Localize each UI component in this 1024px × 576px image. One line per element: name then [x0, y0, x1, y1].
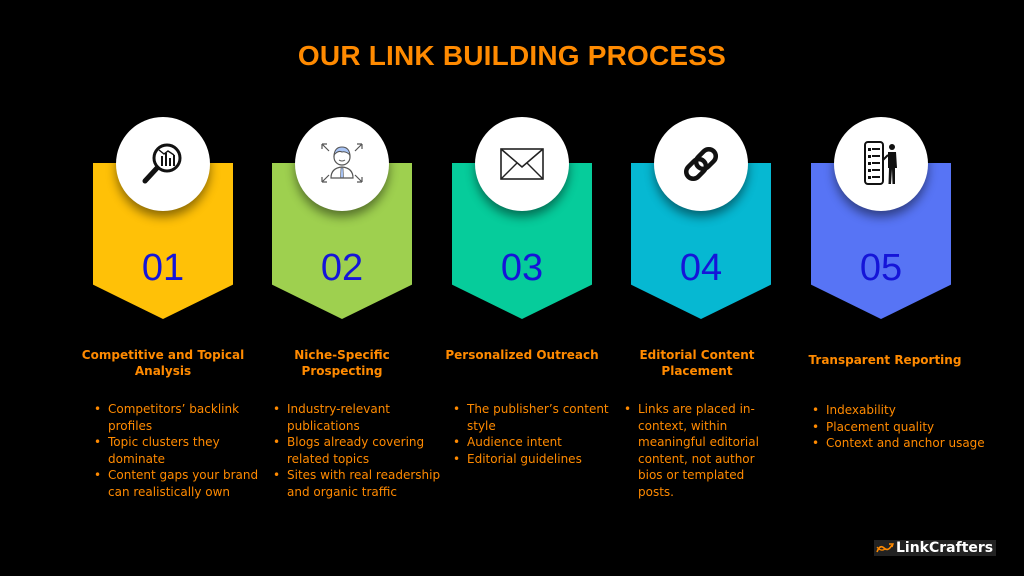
list-item: Editorial guidelines: [453, 451, 637, 468]
person-arrows-icon: [321, 143, 363, 183]
process-step-5: 05 Transparent Reporting Indexability Pl…: [804, 0, 985, 576]
list-item: Topic clusters they dominate: [94, 434, 278, 467]
list-item: Content gaps your brand can realisticall…: [94, 467, 278, 500]
step-icon-circle: [834, 117, 928, 211]
step-icon-circle: [654, 117, 748, 211]
step-bullet-list: The publisher’s content style Audience i…: [445, 401, 637, 467]
step-icon-circle: [475, 117, 569, 211]
step-number: 05: [859, 247, 903, 289]
list-item: Indexability: [812, 402, 996, 419]
brand-name: LinkCrafters: [896, 540, 994, 556]
list-item: Sites with real readership and organic t…: [273, 467, 457, 500]
list-item: The publisher’s content style: [453, 401, 637, 434]
chain-link-icon: [683, 146, 719, 182]
step-number: 02: [320, 247, 364, 289]
step-heading: Editorial Content Placement: [639, 348, 755, 378]
report-phone-person-icon: [864, 141, 897, 185]
step-number: 04: [679, 247, 723, 289]
list-item: Industry-relevant publications: [273, 401, 457, 434]
step-number: 03: [500, 247, 544, 289]
step-heading: Niche-Specific Prospecting: [294, 348, 390, 378]
step-bullet-list: Links are placed in-context, within mean…: [616, 401, 778, 501]
list-item: Placement quality: [812, 419, 996, 436]
process-step-4: 04 Editorial Content Placement Links are…: [624, 0, 804, 576]
step-heading: Competitive and Topical Analysis: [81, 348, 245, 378]
step-bullet-list: Competitors’ backlink profiles Topic clu…: [86, 401, 278, 501]
list-item: Context and anchor usage: [812, 435, 996, 452]
step-heading: Transparent Reporting: [808, 353, 962, 367]
process-step-2: 02 Niche-Specific Prospecting Industry-r…: [265, 0, 445, 576]
step-heading: Personalized Outreach: [445, 348, 599, 362]
envelope-icon: [500, 148, 544, 180]
step-icon-circle: [295, 117, 389, 211]
page-title: OUR LINK BUILDING PROCESS: [297, 40, 727, 71]
process-step-3: 03 Personalized Outreach The publisher’s…: [445, 0, 625, 576]
magnifier-chart-icon: [142, 143, 182, 184]
list-item: Links are placed in-context, within mean…: [624, 401, 778, 501]
list-item: Blogs already covering related topics: [273, 434, 457, 467]
step-number: 01: [141, 247, 185, 289]
brand-logo: LinkCrafters: [874, 540, 997, 556]
step-icon-circle: [116, 117, 210, 211]
step-bullet-list: Indexability Placement quality Context a…: [804, 402, 996, 452]
list-item: Audience intent: [453, 434, 637, 451]
list-item: Competitors’ backlink profiles: [94, 401, 278, 434]
step-bullet-list: Industry-relevant publications Blogs alr…: [265, 401, 457, 501]
process-step-1: 01 Competitive and Topical Analysis Comp…: [82, 0, 266, 576]
linkcrafters-logo-icon: [876, 543, 894, 553]
